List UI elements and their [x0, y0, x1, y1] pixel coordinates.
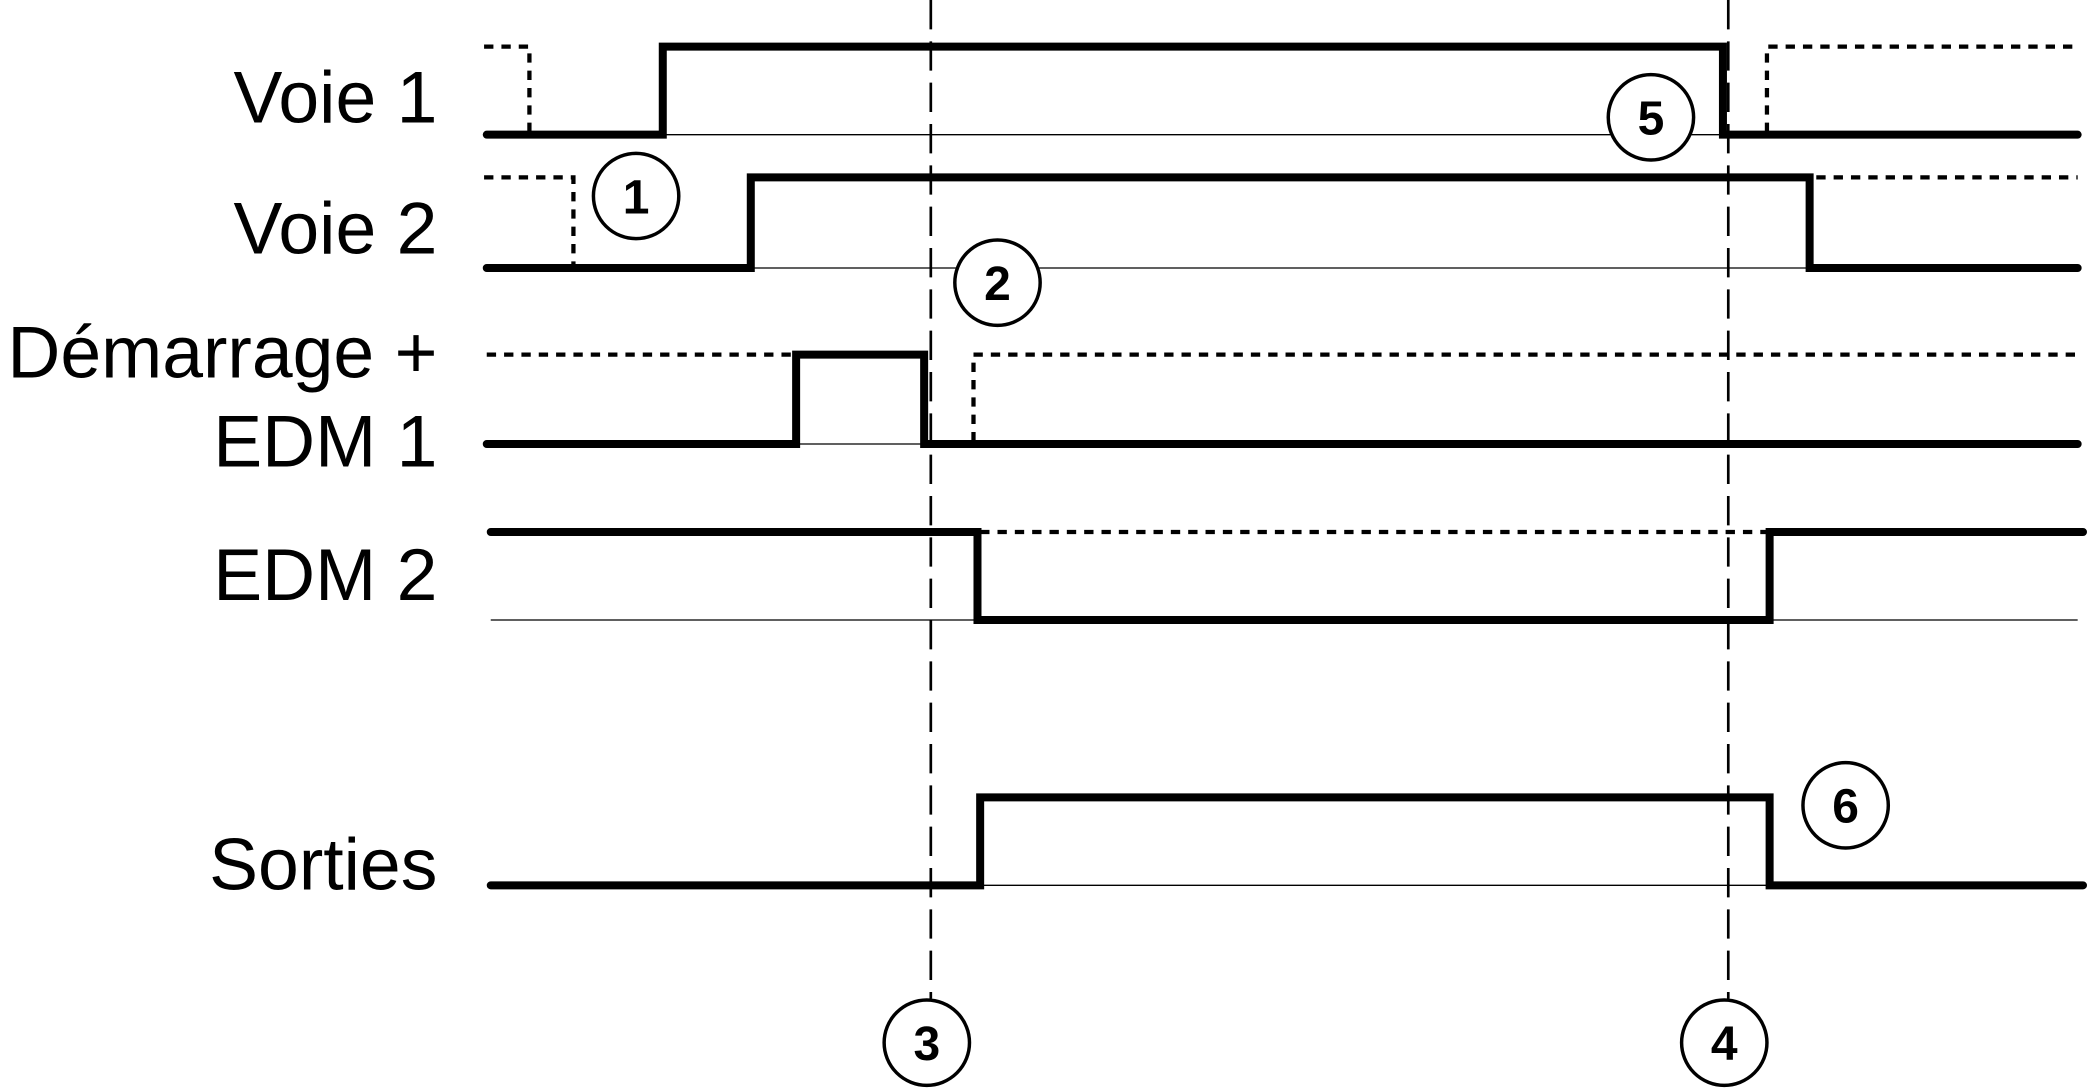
- voie-2-waveform: [482, 173, 2082, 272]
- sorties-waveform: [486, 793, 2087, 890]
- signal-label-voie-2: Voie 2: [234, 187, 438, 269]
- demarrage-edm-1-waveform: [482, 350, 2082, 448]
- voie-1-dashed-before: [484, 44, 532, 132]
- marker-5-number: 5: [1638, 93, 1665, 146]
- signal-label-edm-2: EDM 2: [213, 534, 437, 616]
- marker-1-number: 1: [623, 171, 650, 224]
- marker-6-number: 6: [1832, 781, 1859, 834]
- marker-2-number: 2: [984, 258, 1011, 311]
- voie-1-waveform: [482, 42, 2082, 139]
- marker-3-number: 3: [913, 1018, 940, 1071]
- signal-demarrage-edm-1: Démarrage + EDM 1: [7, 311, 2082, 483]
- marker-3: 3: [882, 998, 972, 1088]
- edm-2-waveform: [486, 528, 2087, 624]
- signal-label-sorties: Sorties: [209, 823, 437, 905]
- marker-4-number: 4: [1711, 1018, 1738, 1071]
- marker-2: 2: [953, 238, 1042, 328]
- marker-5: 5: [1606, 72, 1696, 162]
- voie-2-dashed-before: [484, 175, 576, 266]
- marker-6: 6: [1801, 760, 1891, 850]
- signal-sorties: Sorties: [209, 793, 2087, 905]
- marker-4: 4: [1679, 998, 1769, 1088]
- signal-label-demarrage: Démarrage +: [7, 311, 437, 393]
- marker-1: 1: [591, 151, 681, 241]
- signal-edm-2: EDM 2: [213, 528, 2087, 624]
- signal-label-voie-1: Voie 1: [234, 57, 438, 139]
- signal-voie-1: Voie 1: [234, 42, 2082, 139]
- voie-1-dashed-after: [1764, 44, 2078, 132]
- signal-label-edm-1: EDM 1: [213, 401, 437, 483]
- signal-voie-2: Voie 2: [234, 173, 2082, 272]
- demarrage-edm-1-dashed-after: [971, 352, 2078, 442]
